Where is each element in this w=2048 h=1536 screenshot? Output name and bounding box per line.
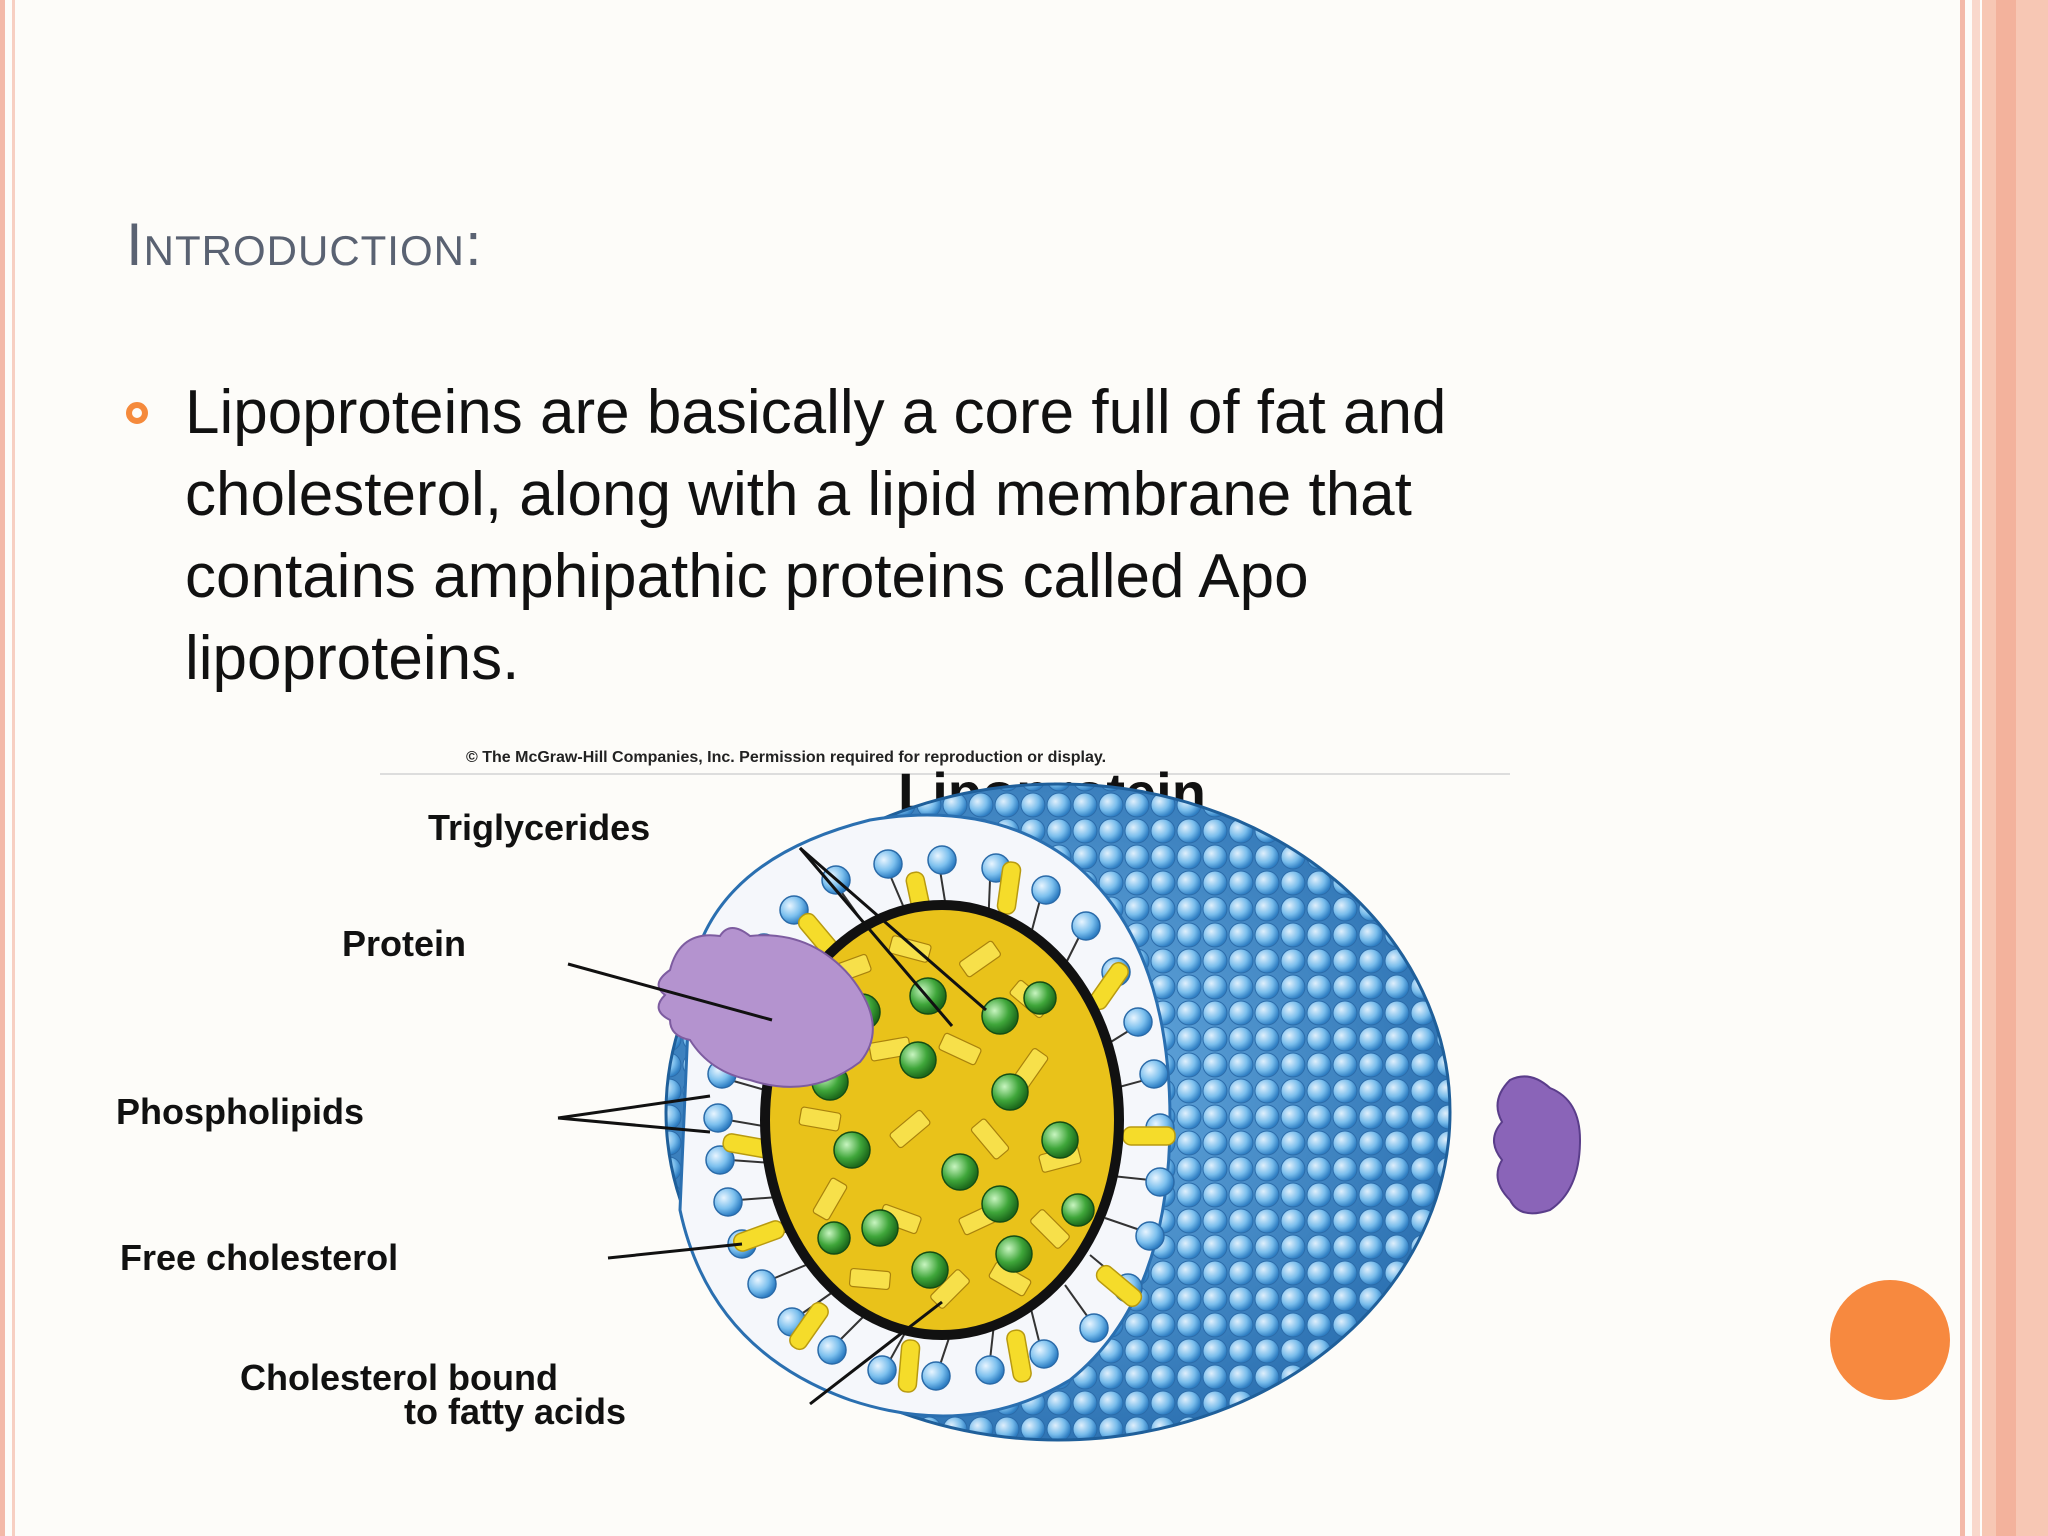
- label-cholesterol-bound-line2: to fatty acids: [404, 1391, 626, 1432]
- label-leader-lines: [557, 846, 987, 1406]
- label-cholesterol-bound-line1: Cholesterol bound: [240, 1357, 558, 1398]
- slide-border-right-stripe: [1996, 0, 2016, 1536]
- triglyceride-spheres: [811, 977, 1095, 1289]
- label-phospholipids: Phospholipids: [116, 1091, 364, 1132]
- slide-border-left-inner: [12, 0, 15, 1536]
- slide-border-left: [0, 0, 5, 1536]
- slide-title: Introduction:: [126, 210, 483, 279]
- slide-border-right-inner: [1972, 0, 1980, 1536]
- free-cholesterol-molecules: [722, 861, 1176, 1393]
- lipoprotein-diagram: © The McGraw-Hill Companies, Inc. Permis…: [116, 749, 1582, 1442]
- slide-border-right: [1960, 0, 1965, 1536]
- label-triglycerides: Triglycerides: [428, 807, 650, 848]
- bullet-circle-icon: [126, 402, 148, 424]
- slide-title-text: Introduction:: [126, 211, 483, 278]
- protein-right: [1493, 1075, 1582, 1215]
- label-free-cholesterol: Free cholesterol: [120, 1237, 398, 1278]
- bullet-text: Lipoproteins are basically a core full o…: [185, 378, 1447, 693]
- lipoprotein-figure: © The McGraw-Hill Companies, Inc. Permis…: [110, 740, 1730, 1460]
- label-protein: Protein: [342, 923, 466, 964]
- protein-left: [657, 927, 874, 1088]
- slide-decoration-circle: [1830, 1280, 1950, 1400]
- figure-copyright: © The McGraw-Hill Companies, Inc. Permis…: [466, 749, 1106, 766]
